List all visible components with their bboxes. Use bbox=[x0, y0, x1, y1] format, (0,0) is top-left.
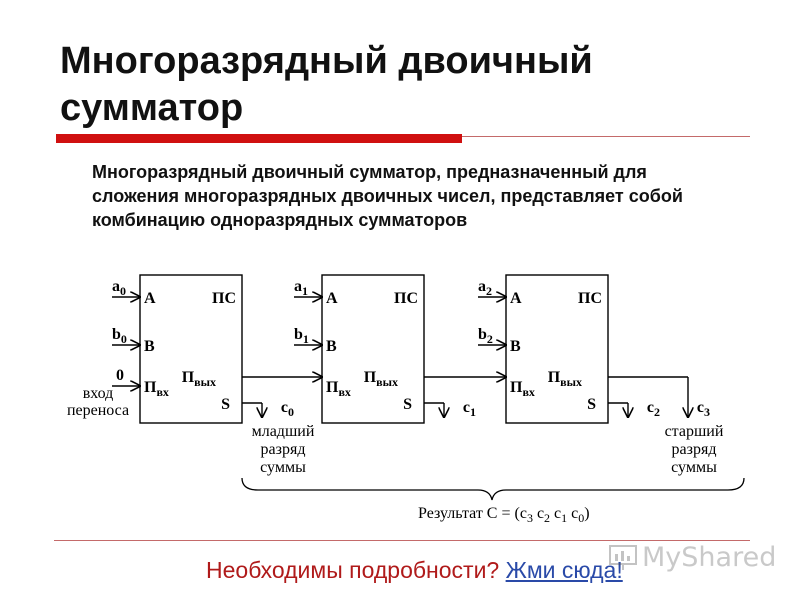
input-b-label-1: b1 bbox=[294, 326, 309, 346]
pin-b-label-2: B bbox=[510, 338, 521, 355]
pin-ps-label-0: ПС bbox=[212, 290, 236, 307]
adders-layer bbox=[112, 274, 745, 501]
high-bit-caption-line-2: разряд bbox=[672, 441, 717, 458]
footer-prompt: Необходимы подробности? Жми сюда! bbox=[206, 555, 623, 585]
pin-a-label-2: A bbox=[510, 290, 522, 307]
pin-carry-out-label-2: Пвых bbox=[548, 369, 582, 389]
pin-carry-in-label-0: Пвх bbox=[144, 379, 169, 399]
footer-divider-line bbox=[54, 540, 750, 541]
watermark-logo: MyShared bbox=[604, 538, 777, 578]
watermark-text: MyShared bbox=[642, 542, 777, 573]
pin-b-label-0: B bbox=[144, 338, 155, 355]
pin-s-label-0: S bbox=[221, 396, 230, 413]
title-divider-line bbox=[462, 136, 750, 137]
footer-question: Необходимы подробности? bbox=[206, 557, 500, 583]
slide-title: Многоразрядный двоичный сумматор bbox=[60, 40, 593, 129]
pin-a-label-0: A bbox=[144, 290, 156, 307]
pin-ps-label-2: ПС bbox=[578, 290, 602, 307]
sum-bit-label-1: c1 bbox=[463, 399, 476, 419]
pin-a-label-1: A bbox=[326, 290, 338, 307]
pin-s-label-2: S bbox=[587, 396, 596, 413]
pin-carry-out-label-0: Пвых bbox=[182, 369, 216, 389]
high-bit-caption-line-3: суммы bbox=[671, 459, 717, 476]
slide-description: Многоразрядный двоичный сумматор, предна… bbox=[92, 162, 683, 230]
input-a-label-1: a1 bbox=[294, 278, 308, 298]
input-b-label-2: b2 bbox=[478, 326, 493, 346]
carry-in-caption-line-1: вход bbox=[83, 385, 114, 402]
low-bit-caption-line-1: младший bbox=[252, 423, 315, 440]
sum-bit-label-0: c0 bbox=[281, 399, 294, 419]
sum-bit-label-2: c2 bbox=[647, 399, 660, 419]
pin-b-label-1: B bbox=[326, 338, 337, 355]
pin-ps-label-1: ПС bbox=[394, 290, 418, 307]
title-underline-bar bbox=[56, 134, 462, 143]
more-details-link[interactable]: Жми сюда! bbox=[505, 557, 623, 583]
low-bit-caption-line-2: разряд bbox=[261, 441, 306, 458]
carry-in-caption-line-2: переноса bbox=[67, 402, 129, 419]
result-brace bbox=[241, 477, 745, 501]
pin-carry-in-label-2: Пвх bbox=[510, 379, 535, 399]
pin-carry-out-label-1: Пвых bbox=[364, 369, 398, 389]
result-formula: Результат С = (с3 с2 с1 с0) bbox=[418, 505, 590, 525]
pin-carry-in-label-1: Пвх bbox=[326, 379, 351, 399]
input-a-label-2: a2 bbox=[478, 278, 492, 298]
high-bit-caption-line-1: старший bbox=[665, 423, 724, 440]
input-b-label-0: b0 bbox=[112, 326, 127, 346]
input-a-label-0: a0 bbox=[112, 278, 126, 298]
final-carry-label: c3 bbox=[697, 399, 710, 419]
presentation-screen-icon bbox=[609, 545, 637, 570]
carry-in-value: 0 bbox=[116, 367, 124, 384]
pin-s-label-1: S bbox=[403, 396, 412, 413]
low-bit-caption-line-3: суммы bbox=[260, 459, 306, 476]
